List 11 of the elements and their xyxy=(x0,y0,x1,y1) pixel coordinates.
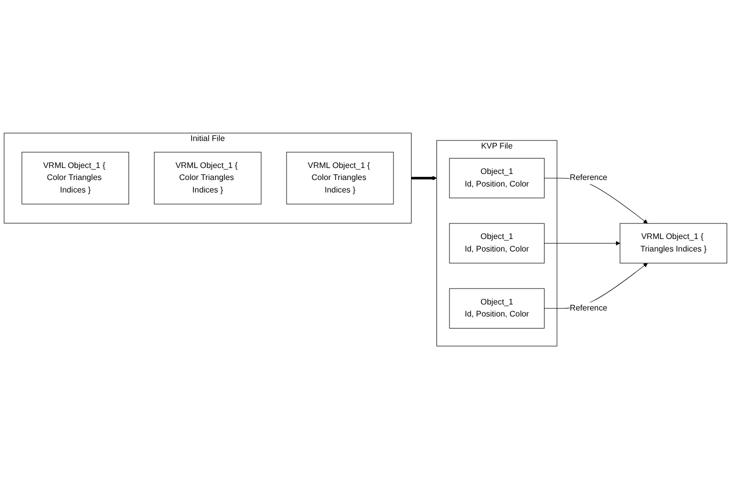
node-box: VRML Object_1 { Color Triangles Indices } xyxy=(22,152,130,205)
node-box: VRML Object_1 { Color Triangles Indices } xyxy=(286,152,394,205)
edge-label: Reference xyxy=(570,174,608,183)
node-box: Object_1 Id, Position, Color xyxy=(449,158,545,199)
edge-label: Reference xyxy=(570,304,608,313)
node-box: VRML Object_1 { Color Triangles Indices } xyxy=(154,152,262,205)
arrow xyxy=(411,176,437,181)
arrow xyxy=(544,241,620,246)
node-box: Object_1 Id, Position, Color xyxy=(449,288,545,329)
node-box: VRML Object_1 { Triangles Indices } xyxy=(620,224,728,264)
node-box: Object_1 Id, Position, Color xyxy=(449,224,545,264)
